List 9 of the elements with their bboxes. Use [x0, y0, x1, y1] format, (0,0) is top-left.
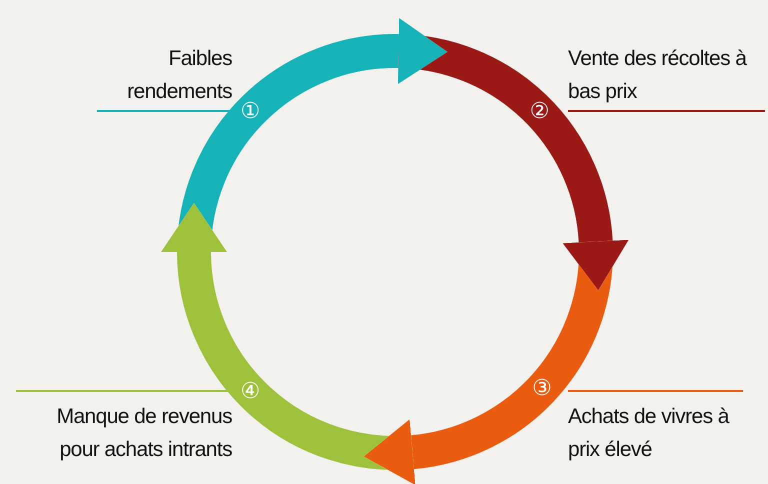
edge-label: ② — [528, 100, 550, 124]
step-label: Manque de revenus pour achats intrants — [16, 390, 232, 466]
step-label: Achats de vivres à prix élevé — [568, 390, 743, 466]
edge-label: ③ — [531, 377, 553, 402]
curved-arrow — [161, 203, 413, 470]
step-label: Vente des récoltes à bas prix — [568, 42, 765, 112]
edge-label: ④ — [240, 380, 262, 404]
step-label: Faibles rendements — [97, 42, 232, 112]
edge-label: ① — [240, 100, 262, 124]
